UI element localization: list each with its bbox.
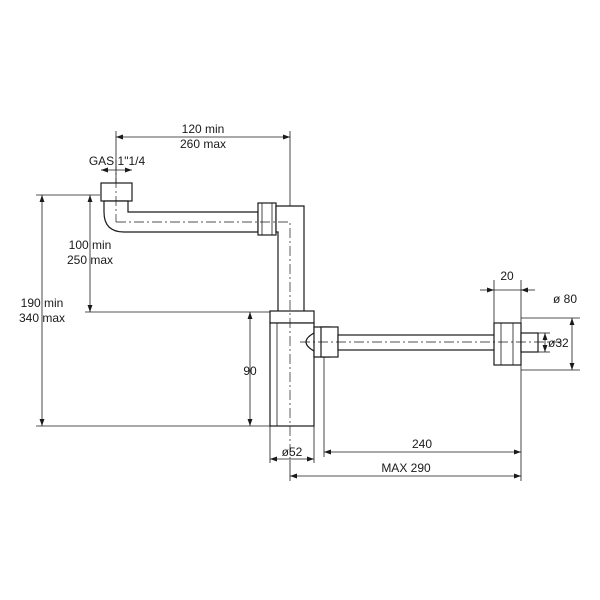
label-total-height-min: 190 min <box>21 296 64 310</box>
label-thread: GAS 1"1/4 <box>89 154 146 168</box>
label-horizontal-reach-min: 120 min <box>182 122 225 136</box>
inlet-nut <box>100 182 133 202</box>
center-lines <box>115 160 565 460</box>
label-inlet-height-min: 100 min <box>69 238 112 252</box>
label-horizontal-reach-max: 260 max <box>180 137 226 151</box>
arm-nut <box>257 202 277 236</box>
inlet-arm <box>103 200 259 233</box>
label-bottle-diameter: ø52 <box>282 445 303 459</box>
label-pipe-diameter: ø32 <box>548 336 569 350</box>
label-inlet-height-max: 250 max <box>67 253 113 267</box>
outlet-pipe <box>337 334 502 351</box>
flange-tail <box>520 332 539 353</box>
label-flange-width: 20 <box>500 269 514 283</box>
label-outlet-length: 240 <box>412 437 432 451</box>
bottle-cap <box>269 310 315 324</box>
label-total-height-max: 340 max <box>19 311 65 325</box>
wall-flange <box>493 322 522 366</box>
label-flange-diameter: ø 80 <box>553 292 577 306</box>
label-max-length: MAX 290 <box>381 461 431 475</box>
label-bottle-height: 90 <box>243 364 257 378</box>
dimension-labels: 120 min 260 max GAS 1"1/4 100 min 250 ma… <box>19 122 577 475</box>
dimension-lines <box>39 134 575 479</box>
trap-geometry <box>100 182 539 427</box>
